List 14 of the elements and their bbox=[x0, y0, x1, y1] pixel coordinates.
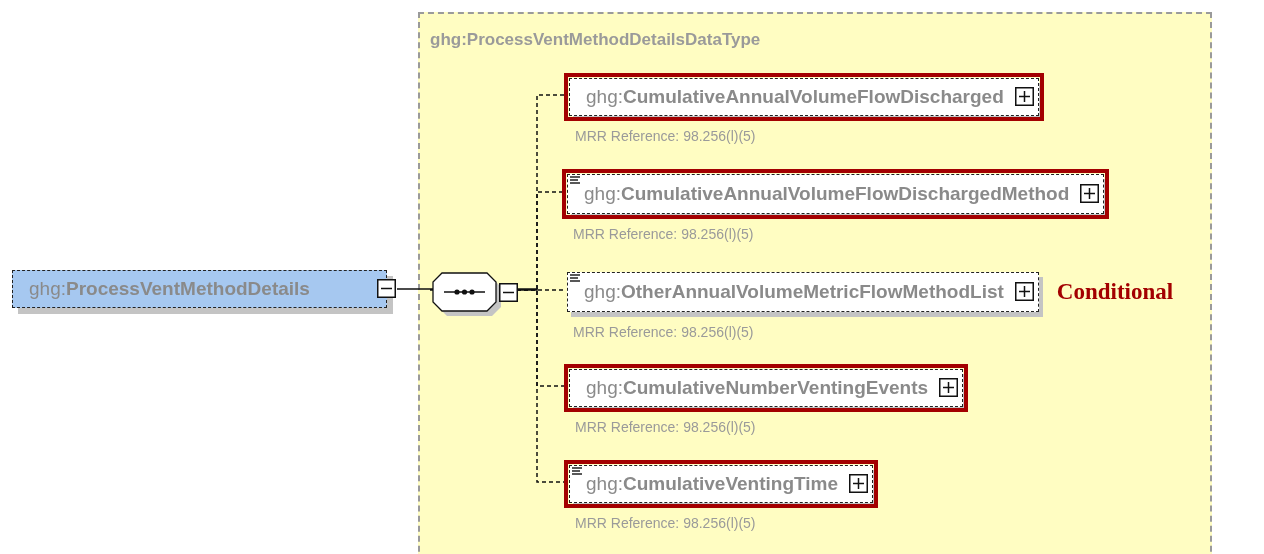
condition-note: Conditional bbox=[1056, 279, 1174, 305]
reference-note: MRR Reference: 98.256(l)(5) bbox=[573, 226, 755, 242]
reference-note: MRR Reference: 98.256(l)(5) bbox=[573, 324, 755, 340]
type-container bbox=[418, 12, 1212, 554]
element-name: ghg:CumulativeAnnualVolumeFlowDischargedMethod bbox=[584, 183, 1070, 205]
element-name: ghg:OtherAnnualVolumeMetricFlowMethodList bbox=[584, 281, 1004, 303]
type-name: ghg:ProcessVentMethodDetailsDataType bbox=[430, 30, 761, 50]
reference-note: MRR Reference: 98.256(l)(5) bbox=[575, 419, 757, 435]
element-name: ghg:CumulativeAnnualVolumeFlowDischarged bbox=[586, 86, 1004, 108]
reference-note: MRR Reference: 98.256(l)(5) bbox=[575, 515, 757, 531]
element-name: ghg:CumulativeVentingTime bbox=[586, 473, 838, 495]
reference-note: MRR Reference: 98.256(l)(5) bbox=[575, 128, 757, 144]
element-name: ghg:CumulativeNumberVentingEvents bbox=[586, 377, 929, 399]
element-name: ghg:ProcessVentMethodDetails bbox=[29, 278, 310, 300]
